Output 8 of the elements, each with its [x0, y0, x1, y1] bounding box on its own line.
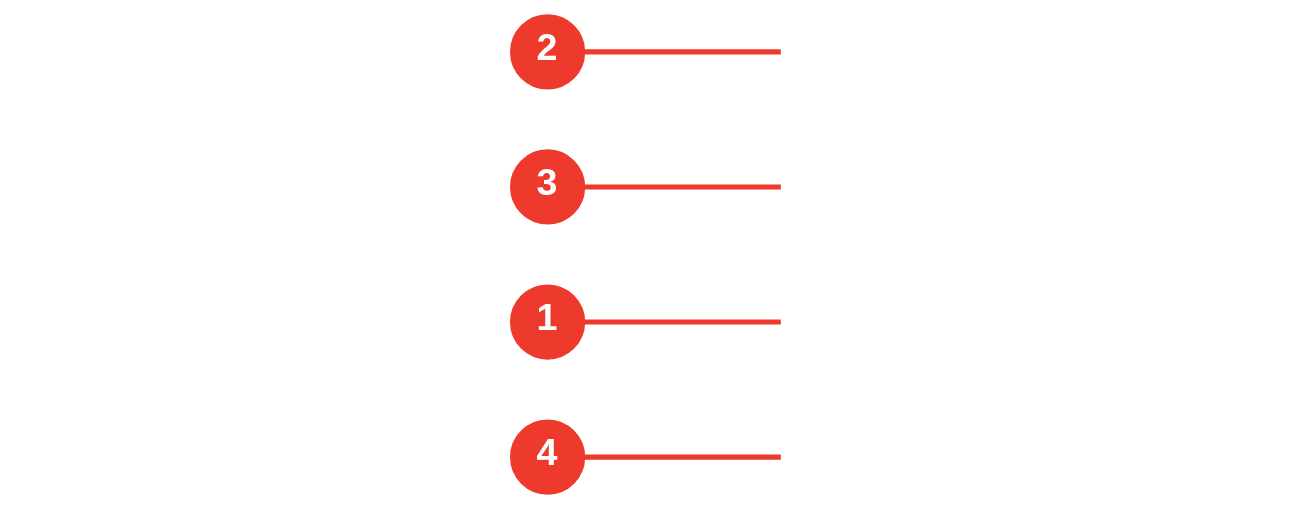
node-circle: 4: [510, 419, 586, 495]
connector: [584, 319, 781, 325]
connector: [584, 49, 781, 55]
connector: [584, 454, 781, 460]
node-circle: 1: [510, 284, 586, 360]
node-circle: 2: [510, 14, 586, 90]
node-circle: 3: [510, 149, 586, 225]
connector: [584, 184, 781, 190]
